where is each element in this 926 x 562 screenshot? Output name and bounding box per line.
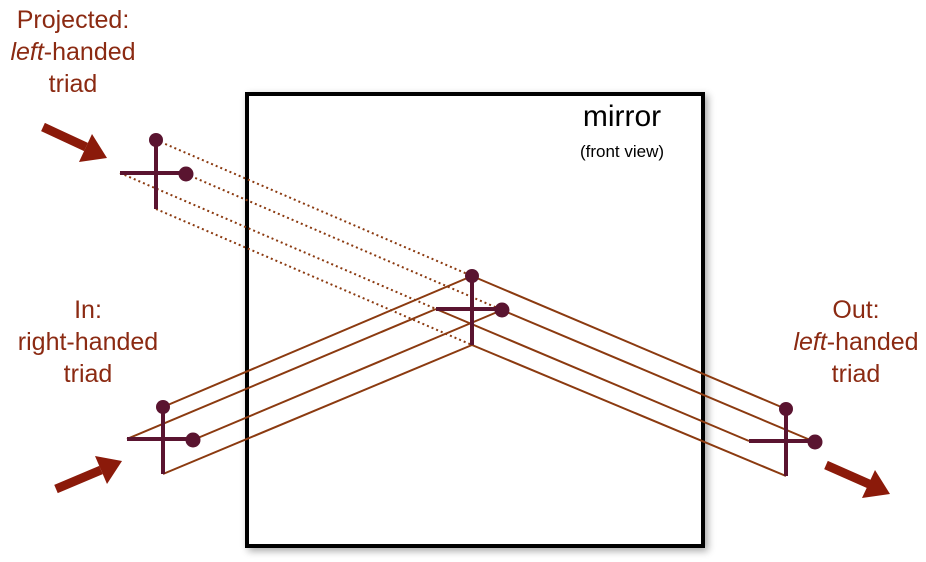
outgoing-rays xyxy=(435,275,816,477)
projected-label-italic: left xyxy=(10,38,44,66)
in-label-line1: In: xyxy=(74,296,102,324)
mirror-frame xyxy=(245,92,705,548)
projection-lines xyxy=(119,139,503,346)
mirror-triad xyxy=(436,269,510,345)
out-label: Out: left-handed triad xyxy=(780,294,926,390)
in-triad xyxy=(127,400,201,474)
projected-label: Projected: left-handed triad xyxy=(0,4,146,100)
projected-label-line1: Projected: xyxy=(16,6,130,34)
in-label-line2: right-handed xyxy=(17,328,159,356)
out-label-rest: -handed xyxy=(826,328,919,356)
mirror-title: mirror xyxy=(582,100,662,133)
mirror-subtitle: (front view) xyxy=(579,142,665,161)
out-label-italic: left xyxy=(793,328,827,356)
projected-label-rest: -handed xyxy=(43,38,136,66)
in-arrow xyxy=(54,456,122,494)
projected-arrow xyxy=(41,122,107,162)
out-label-line1: Out: xyxy=(832,296,880,324)
projected-label-line3: triad xyxy=(48,70,98,98)
projected-label-line2: left-handed xyxy=(0,36,146,68)
out-label-line3: triad xyxy=(831,360,881,388)
out-label-line2: left-handed xyxy=(780,326,926,358)
in-label-line3: triad xyxy=(63,360,113,388)
out-arrow xyxy=(824,460,890,498)
incoming-rays xyxy=(126,275,503,475)
in-label: In: right-handed triad xyxy=(4,294,172,390)
out-triad xyxy=(749,402,823,476)
projected-triad xyxy=(120,133,194,209)
